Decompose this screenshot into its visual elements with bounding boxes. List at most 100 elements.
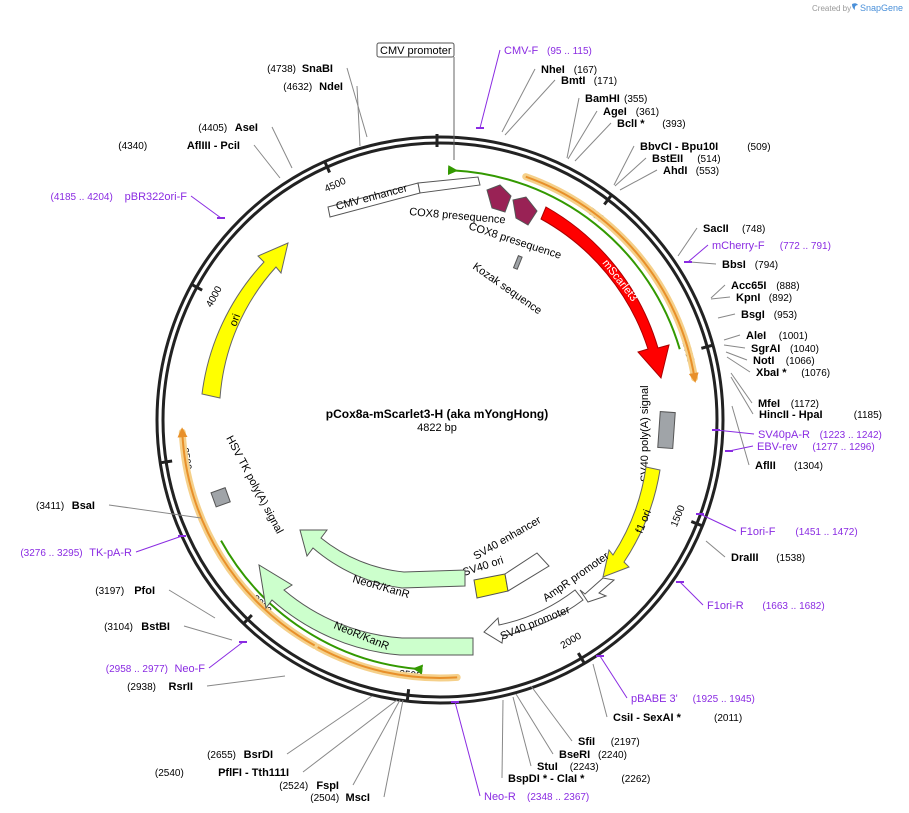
sv40-enhancer-box [504,552,550,592]
primer-site: EBV-rev(1277 .. 1296) [725,441,875,453]
orf-neo-outer [177,427,316,647]
enzyme-name: MscI [346,792,370,804]
enzyme-site: StuI(2243) [512,696,599,773]
enzyme-leader [710,296,731,300]
primer-name: EBV-rev [757,441,798,453]
enzyme-position: (2540) [155,768,184,779]
enzyme-name: DraIII [731,552,759,564]
primer-site: CMV-F (95 .. 115) [476,45,592,129]
enzyme-position: (2011) [714,713,742,724]
tick-mark [190,283,203,292]
primer-position: (2348 .. 2367) [527,792,589,803]
primer-site: TK-pA-R(3276 .. 3295) [20,535,186,559]
tick-mark [405,689,411,702]
tick-mark [577,652,586,665]
ori-arrow [201,242,289,399]
primer-position: (1451 .. 1472) [795,527,857,538]
enzyme-leader [302,699,398,773]
enzyme-site: SnaBI(4738) [267,63,368,138]
enzyme-leader [346,67,368,138]
enzyme-site: BsaI(3411) [36,500,202,519]
enzyme-name: BclI * [617,118,645,130]
primer-site: pBR322ori-F(4185 .. 4204) [51,191,225,219]
enzyme-site: DraIII(1538) [705,540,805,564]
enzyme-position: (393) [662,119,685,130]
cmv-promoter-label: CMV promoter [380,45,452,57]
enzyme-site: AhdI(553) [619,165,719,191]
primer-position: (1223 .. 1242) [820,430,882,441]
neor-kanr-arrow-2 [258,564,474,656]
brand-text: SnapGene [860,3,903,13]
enzyme-site: MfeI(1172) [730,372,819,410]
enzyme-position: (2524) [279,781,308,792]
enzyme-position: (748) [742,224,765,235]
primer-name: CMV-F [504,45,539,57]
enzyme-leader [515,693,554,755]
enzyme-leader [253,144,281,179]
enzyme-position: (3197) [95,586,124,597]
enzyme-name: RsrII [169,681,193,693]
enzyme-position: (794) [755,260,778,271]
enzyme-leader [271,126,293,169]
enzyme-leader [168,589,216,619]
enzyme-site: AgeI(361) [567,106,659,160]
enzyme-name: KpnI [736,292,760,304]
cmv-promoter-label-box [376,42,455,58]
enzyme-leader [501,68,536,133]
enzyme-name: BamHI [585,93,620,105]
tick-mark [160,459,173,465]
enzyme-leader [689,261,717,265]
tick-mark [690,520,703,528]
enzyme-leader [574,122,612,162]
enzyme-leader [501,699,504,779]
enzyme-name: XbaI * [756,367,787,379]
enzyme-name: NdeI [319,81,343,93]
enzyme-position: (553) [696,166,719,177]
enzyme-leader [183,625,233,641]
primer-site: pBABE 3'(1925 .. 1945) [596,655,755,705]
enzyme-site: AleI(1001) [723,330,808,342]
orf-neo-bottom [317,646,458,679]
primer-name: TK-pA-R [89,547,132,559]
primer-leader [190,195,222,219]
enzyme-position: (1076) [801,368,830,379]
primer-name: F1ori-F [740,526,776,538]
backbone-inner [161,141,719,699]
cox8-label-2: COX8 presequence [467,220,563,261]
enzyme-position: (2504) [310,793,339,804]
enzyme-site: AseI(4405) [198,122,293,169]
enzyme-name: PfoI [134,585,155,597]
enzyme-position: (1304) [794,461,823,472]
enzyme-site: PflFI - Tth111I(2540) [155,699,398,779]
enzyme-leader [504,79,556,136]
enzyme-leader [286,695,373,755]
tick-label: 4500 [323,176,348,195]
enzyme-name: BbsI [722,259,746,271]
enzyme-name: NheI [541,64,565,76]
primer-site: F1ori-R(1663 .. 1682) [676,581,825,612]
enzyme-site: KpnI(892) [710,292,792,304]
enzyme-name: HincII - HpaI [759,409,823,421]
primer-name: Neo-R [484,791,516,803]
enzyme-name: BbvCI - Bpu10I [640,141,718,153]
primer-leader [135,535,183,553]
enzyme-position: (888) [776,281,799,292]
enzyme-position: (3104) [104,622,133,633]
enzyme-site: NdeI(4632) [283,81,361,147]
cox8-label-1: COX8 presequence [409,206,506,226]
enzyme-position: (953) [774,310,797,321]
enzyme-name: BstEII [652,153,683,165]
enzyme-site: NheI(167) [501,64,597,133]
sv40-ori-box [473,573,509,599]
backbone-outer [155,135,725,705]
enzyme-position: (1185) [854,410,882,421]
label-layer: SnaBI(4738)NdeI(4632)AseI(4405)AflIII - … [20,45,882,804]
enzyme-site: BclI * (393) [574,118,686,162]
enzyme-position: (1001) [779,331,808,342]
enzyme-site: BbvCI - Bpu10I(509) [613,141,771,186]
primer-site: Neo-F(2958 .. 2977) [106,641,247,675]
primer-position: (95 .. 115) [547,46,592,57]
sv40-polya-box [657,411,676,450]
enzyme-position: (2243) [570,762,599,773]
enzyme-name: SacII [703,223,729,235]
